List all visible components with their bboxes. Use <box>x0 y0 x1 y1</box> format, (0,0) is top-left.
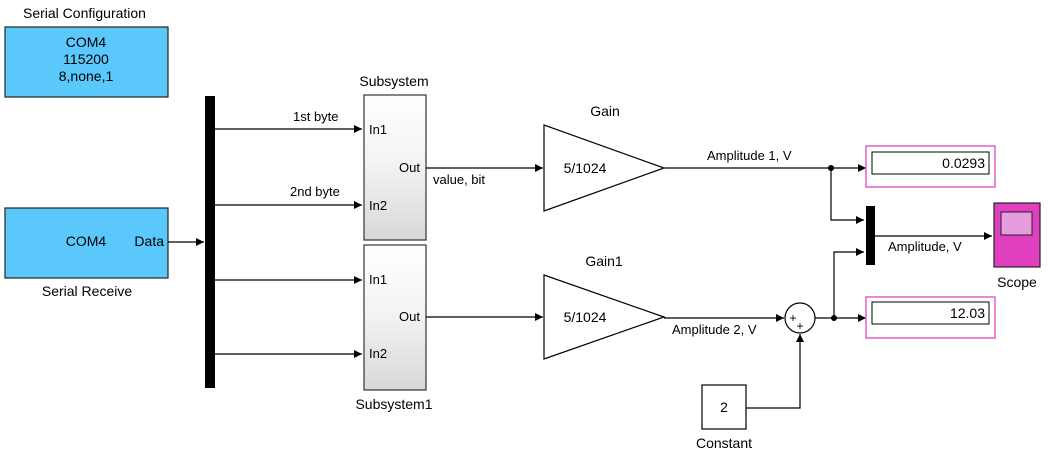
sum-sign-1: + <box>789 311 796 325</box>
serial-config-baud: 115200 <box>63 51 109 67</box>
constant-value: 2 <box>720 399 728 415</box>
subsystem-in2-port: In2 <box>369 198 387 213</box>
label-first-byte: 1st byte <box>293 109 339 124</box>
sum-sign-2: + <box>796 319 803 333</box>
display-2-field <box>871 301 990 325</box>
gain1-triangle[interactable] <box>543 274 666 360</box>
subsystem1-out-port: Out <box>399 309 420 324</box>
label-amplitude-2: Amplitude 2, V <box>672 322 757 337</box>
serial-config-format: 8,none,1 <box>59 68 114 84</box>
subsystem1-in1-port: In1 <box>369 272 387 287</box>
display-1-value: 0.0293 <box>942 155 985 171</box>
serial-receive-port: COM4 <box>66 233 107 249</box>
gain-block[interactable]: Gain 5/1024 <box>543 103 666 212</box>
subsystem-out-port: Out <box>399 160 420 175</box>
subsystem-block[interactable]: Subsystem In1 In2 Out <box>359 73 429 241</box>
subsystem1-title: Subsystem1 <box>355 396 432 412</box>
serial-config-port: COM4 <box>66 34 107 50</box>
label-amplitude-1: Amplitude 1, V <box>707 148 792 163</box>
gain-triangle[interactable] <box>543 124 666 212</box>
subsystem1-block[interactable]: In1 In2 Out Subsystem1 <box>355 244 433 412</box>
scope-block[interactable]: Scope <box>993 202 1041 290</box>
subsystem-title: Subsystem <box>359 73 428 89</box>
gain1-title: Gain1 <box>585 253 623 269</box>
serial-receive-data-port: Data <box>134 233 164 249</box>
subsystem-body[interactable] <box>363 94 427 241</box>
subsystem1-body[interactable] <box>363 244 427 391</box>
serial-receive-caption: Serial Receive <box>42 283 132 299</box>
signal-amp1-to-mux[interactable] <box>830 168 864 224</box>
gain1-block[interactable]: Gain1 5/1024 <box>543 253 666 360</box>
serial-receive-block[interactable]: COM4 Data Serial Receive <box>4 207 169 299</box>
constant-body[interactable] <box>701 384 747 430</box>
scope-screen-icon <box>1000 211 1033 236</box>
mux-block[interactable] <box>866 206 875 265</box>
label-amplitude: Amplitude, V <box>888 239 962 254</box>
constant-caption: Constant <box>696 435 752 451</box>
gain1-value: 5/1024 <box>564 309 607 325</box>
display-2-value: 12.03 <box>950 305 985 321</box>
subsystem1-in2-port: In2 <box>369 346 387 361</box>
display-1-field <box>871 151 990 175</box>
label-value-bit: value, bit <box>433 172 485 187</box>
signal-constant[interactable] <box>746 334 804 409</box>
display-block-1[interactable]: 0.0293 <box>865 145 996 188</box>
constant-block[interactable]: 2 Constant <box>696 384 752 451</box>
serial-configuration-body[interactable] <box>4 26 169 98</box>
serial-receive-body[interactable] <box>4 207 169 279</box>
display-block-2[interactable]: 12.03 <box>865 296 996 339</box>
serial-configuration-caption: Serial Configuration <box>23 5 146 21</box>
signal-sum-to-mux[interactable] <box>833 248 864 318</box>
label-second-byte: 2nd byte <box>290 184 340 199</box>
serial-configuration-block[interactable]: Serial Configuration COM4 115200 8,none,… <box>4 5 169 98</box>
subsystem-in1-port: In1 <box>369 122 387 137</box>
sum-block[interactable]: + + <box>784 302 816 334</box>
demux-block[interactable] <box>205 96 215 388</box>
gain-value: 5/1024 <box>564 160 607 176</box>
gain-title: Gain <box>590 103 620 119</box>
scope-caption: Scope <box>997 274 1037 290</box>
